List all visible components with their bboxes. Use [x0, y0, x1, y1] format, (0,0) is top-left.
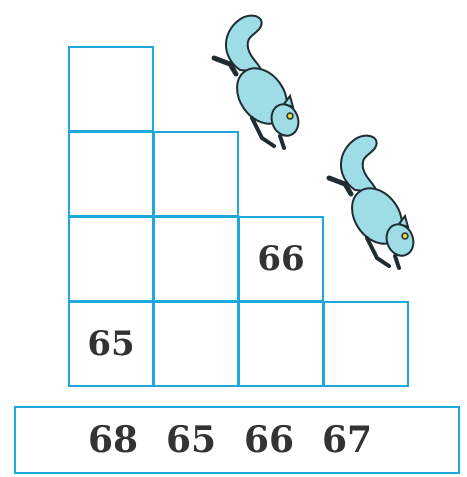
grid-cell-r2-c1[interactable] — [68, 131, 154, 217]
squirrel-icon — [200, 8, 310, 158]
grid-cell-r1-c1[interactable] — [68, 46, 154, 132]
grid-cell-r4-c2[interactable] — [153, 301, 239, 387]
number-choices-strip: 68 65 66 67 — [14, 406, 460, 474]
grid-cell-r4-c4[interactable] — [323, 301, 409, 387]
grid-cell-r4-c3[interactable] — [238, 301, 324, 387]
grid-cell-r4-c1[interactable]: 65 — [68, 301, 154, 387]
choice-number[interactable]: 66 — [244, 420, 294, 460]
grid-cell-r3-c3[interactable]: 66 — [238, 216, 324, 302]
choice-number[interactable]: 65 — [166, 420, 216, 460]
grid-cell-r3-c1[interactable] — [68, 216, 154, 302]
grid-cell-r3-c2[interactable] — [153, 216, 239, 302]
choice-number[interactable]: 68 — [88, 420, 138, 460]
choice-number[interactable]: 67 — [322, 420, 372, 460]
squirrel-icon — [315, 128, 425, 278]
